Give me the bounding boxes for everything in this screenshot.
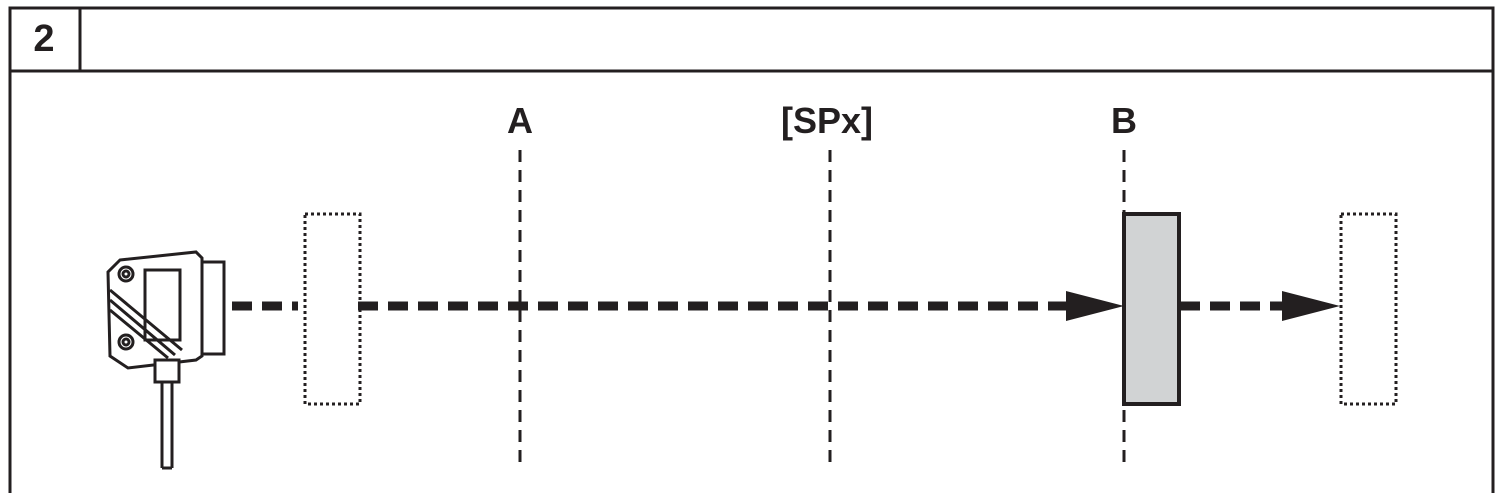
beam-arrowhead-end bbox=[1282, 291, 1340, 321]
marker-label-a: A bbox=[507, 100, 533, 141]
figure-number: 2 bbox=[33, 17, 55, 60]
frame-border bbox=[8, 6, 1495, 493]
beam-arrowhead-target bbox=[1066, 291, 1124, 321]
dotted-object-far bbox=[1339, 212, 1398, 406]
sensor-icon bbox=[106, 250, 226, 470]
marker-label-setpoint: [SPx] bbox=[780, 100, 874, 141]
marker-label-b: B bbox=[1111, 100, 1137, 141]
target-object bbox=[1122, 212, 1181, 406]
dotted-object-near bbox=[303, 212, 362, 406]
